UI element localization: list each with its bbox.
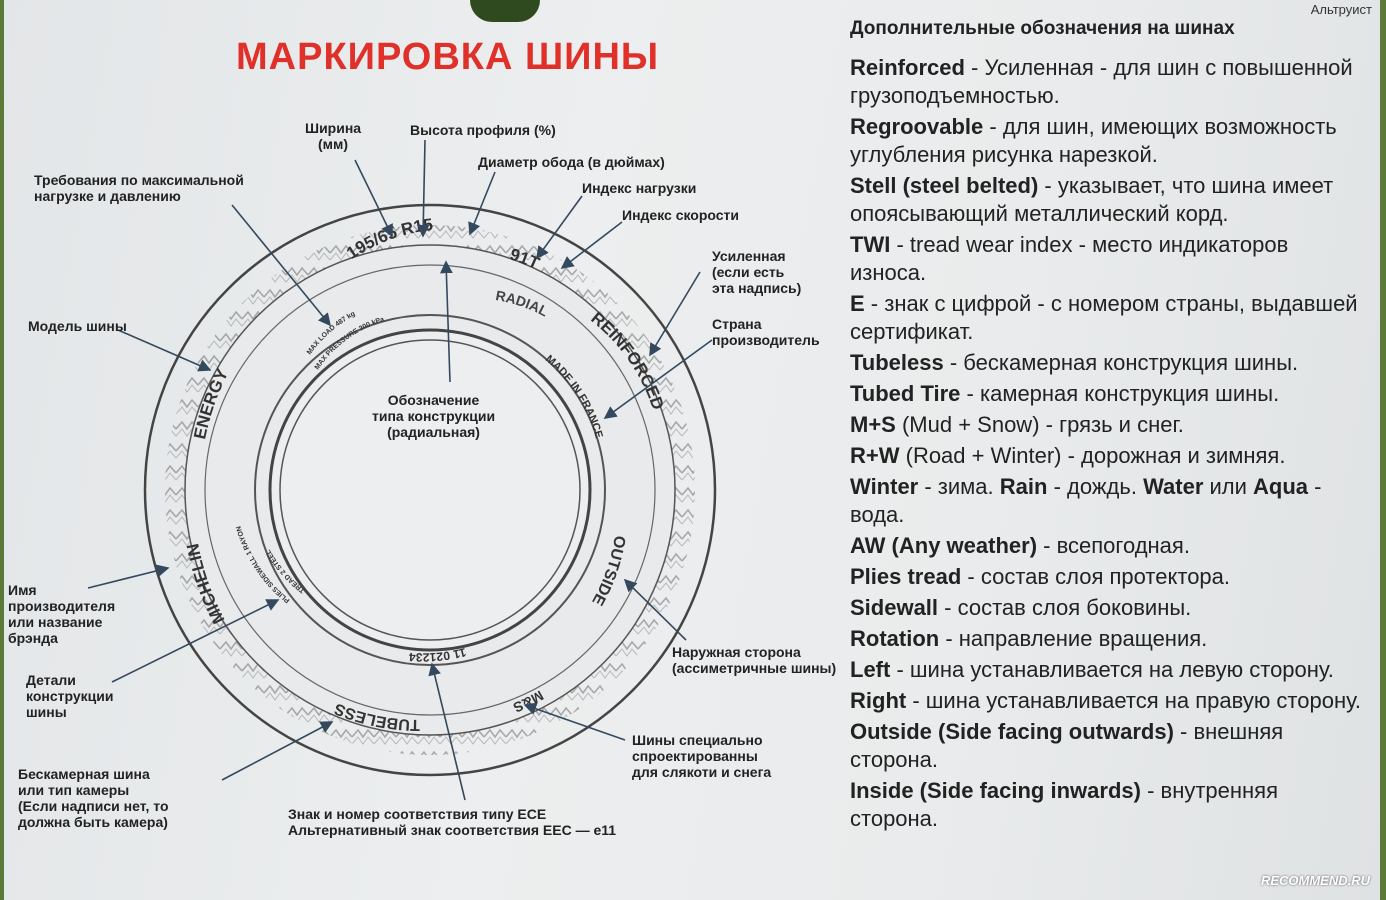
label-reinforced: Усиленная (если есть эта надпись): [712, 248, 802, 296]
additional-markings-panel: Дополнительные обозначения на шинах Rein…: [850, 18, 1370, 836]
arrow-speed-index: [560, 221, 623, 269]
list-item: M+S (Mud + Snow) - грязь и снег.: [850, 412, 1184, 437]
arrow-mud: [523, 702, 626, 741]
list-item: AW (Any weather) - всепогодная.: [850, 533, 1190, 558]
watermark-site: RECOMMEND.RU: [1260, 873, 1370, 888]
arrow-profile: [416, 139, 430, 238]
label-tubeless: Бескамерная шина или тип камеры (Если на…: [18, 766, 169, 830]
arrow-max-load: [231, 204, 332, 327]
arrow-model: [117, 329, 212, 372]
list-item: Rotation - направление вращения.: [850, 626, 1208, 651]
label-max-load: Требования по максимальной нагрузке и да…: [34, 172, 244, 204]
arrow-load-index: [536, 195, 583, 260]
list-item: Right - шина устанавливается на правую с…: [850, 688, 1362, 713]
arrow-manufacturer: [87, 564, 170, 589]
label-ece: Знак и номер соответствия типу ECE Альте…: [288, 806, 617, 838]
tire-outline: [143, 203, 717, 777]
arrow-construction: [439, 260, 453, 383]
list-item: E - знак с цифрой - с номером страны, вы…: [850, 291, 1358, 344]
list-item: Reinforced - Усиленная - для шин с повыш…: [850, 55, 1353, 108]
watermark-author: Альтруист: [1310, 2, 1372, 17]
arrow-outer: [623, 578, 687, 641]
label-rim: Диаметр обода (в дюймах): [478, 154, 665, 170]
label-details: Детали конструкции шины: [26, 672, 114, 720]
label-model: Модель шины: [28, 318, 127, 334]
list-item: Left - шина устанавливается на левую сто…: [850, 657, 1334, 682]
label-profile: Высота профиля (%): [410, 122, 556, 138]
list-item: Outside (Side facing outwards) - внешняя…: [850, 719, 1284, 772]
arrow-width: [354, 159, 393, 238]
page-title: МАРКИРОВКА ШИНЫ: [236, 36, 660, 78]
label-outer: Наружная сторона (ассиметричные шины): [672, 644, 837, 676]
list-item: Winter - зима. Rain - дождь. Water или A…: [850, 474, 1322, 527]
arrows: [87, 139, 713, 801]
label-width: Ширина (мм): [305, 120, 362, 152]
arrow-country: [603, 339, 713, 419]
label-country: Страна производитель: [712, 316, 820, 348]
label-mud: Шины специально спроектированны для сляк…: [632, 732, 772, 780]
list-item: Regroovable - для шин, имеющих возможнос…: [850, 114, 1337, 167]
list-item: Plies tread - состав слоя протектора.: [850, 564, 1231, 589]
arrow-reinforced: [649, 271, 701, 357]
label-manufacturer: Имя производителя или название брэнда: [8, 582, 116, 646]
list-item: Sidewall - состав слоя боковины.: [850, 595, 1192, 620]
arrow-ece: [428, 662, 466, 801]
label-speed-index: Индекс скорости: [622, 207, 740, 223]
list-item: R+W (Road + Winter) - дорожная и зимняя.: [850, 443, 1286, 468]
plant-leaf: [470, 0, 540, 22]
tire-diagram: 195/65 R15 91T RADIAL REINFORCED MADE IN…: [87, 139, 717, 801]
panel-heading: Дополнительные обозначения на шинах: [850, 18, 1235, 39]
label-load-index: Индекс нагрузки: [582, 180, 697, 196]
arrow-tubeless: [221, 721, 334, 781]
arrow-rim: [468, 171, 496, 236]
list-item: Tubed Tire - камерная конструкция шины.: [850, 381, 1280, 406]
list-item: Inside (Side facing inwards) - внутрення…: [850, 778, 1279, 831]
label-construction: Обозначение типа конструкции (радиальная…: [372, 392, 496, 440]
list-item: TWI - tread wear index - место индикатор…: [850, 232, 1289, 285]
arrow-details: [111, 599, 280, 683]
list-item: Stell (steel belted) - указывает, что ши…: [850, 173, 1334, 226]
list-item: Tubeless - бескамерная конструкция шины.: [850, 350, 1299, 375]
